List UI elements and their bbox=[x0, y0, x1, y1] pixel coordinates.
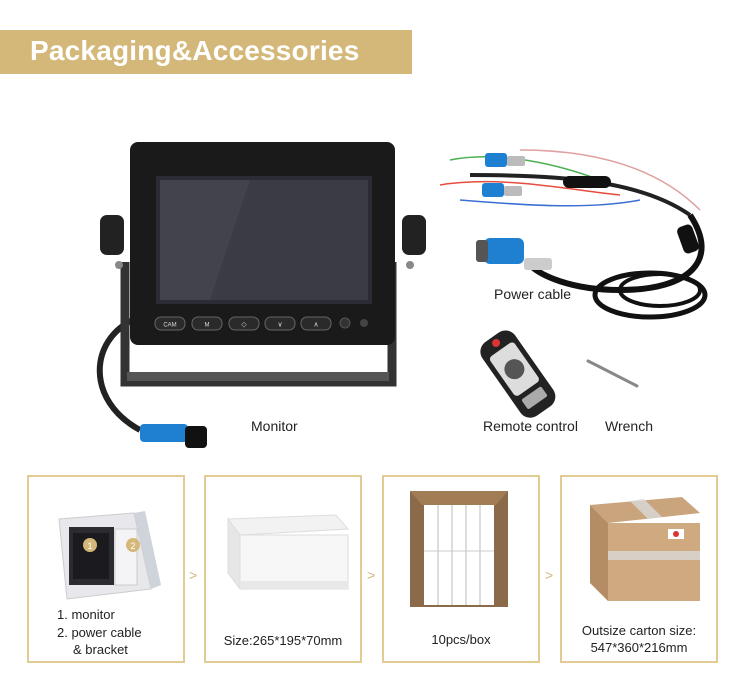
shipping-carton-image bbox=[590, 497, 700, 601]
card-4-line-1: Outsize carton size: bbox=[581, 623, 697, 638]
wrench-illustration bbox=[586, 359, 639, 388]
package-contents-card: 1 2 1. monitor 2. power cable & bracket bbox=[27, 475, 185, 663]
card-3-line-1: 10pcs/box bbox=[431, 632, 491, 647]
card-2-line-1: Size:265*195*70mm bbox=[223, 633, 343, 648]
outer-carton-card: Outsize carton size: 547*360*216mm bbox=[560, 475, 718, 663]
pcs-per-box-card: 10pcs/box bbox=[382, 475, 540, 663]
badge-1-label: 1 bbox=[87, 541, 92, 551]
badge-2-label: 2 bbox=[130, 541, 135, 551]
monitor-button-mode: ◇ bbox=[241, 321, 247, 329]
remote-control-illustration bbox=[480, 330, 556, 418]
section-title: Packaging&Accessories bbox=[30, 35, 360, 66]
monitor-button-cam: CAM bbox=[163, 323, 176, 329]
wrench-label: Wrench bbox=[605, 418, 653, 434]
monitor-button-down: ∨ bbox=[277, 321, 282, 329]
monitor-cable bbox=[96, 317, 142, 433]
card-1-line-3: & bracket bbox=[73, 642, 128, 657]
badge-2-icon bbox=[126, 538, 140, 552]
power-cable-label: Power cable bbox=[494, 286, 572, 302]
section-banner: Packaging&Accessories bbox=[0, 30, 412, 74]
monitor-connector bbox=[140, 424, 207, 448]
remote-control-label: Remote control bbox=[483, 418, 578, 434]
arrow-3-icon: > bbox=[545, 567, 554, 583]
carton-interior-image bbox=[410, 491, 508, 607]
arrow-1-icon: > bbox=[189, 567, 198, 583]
card-4-line-2: 547*360*216mm bbox=[590, 640, 688, 655]
arrow-2-icon: > bbox=[367, 567, 376, 583]
monitor-button-up: ∧ bbox=[313, 321, 318, 329]
card-1-line-2: 2. power cable bbox=[57, 625, 142, 640]
gift-box-image bbox=[227, 514, 350, 591]
monitor-button-menu: M bbox=[205, 323, 210, 329]
monitor-label: Monitor bbox=[251, 418, 298, 434]
accessories-illustration: CAM M ◇ ∨ ∧ bbox=[96, 142, 708, 448]
power-cable-illustration bbox=[439, 149, 708, 320]
box-size-card: Size:265*195*70mm bbox=[204, 475, 362, 663]
package-contents-image: 1 2 bbox=[58, 511, 161, 600]
badge-1-icon bbox=[83, 538, 97, 552]
card-1-line-1: 1. monitor bbox=[57, 607, 115, 622]
monitor-button-row: CAM M ◇ ∨ ∧ bbox=[154, 316, 368, 331]
